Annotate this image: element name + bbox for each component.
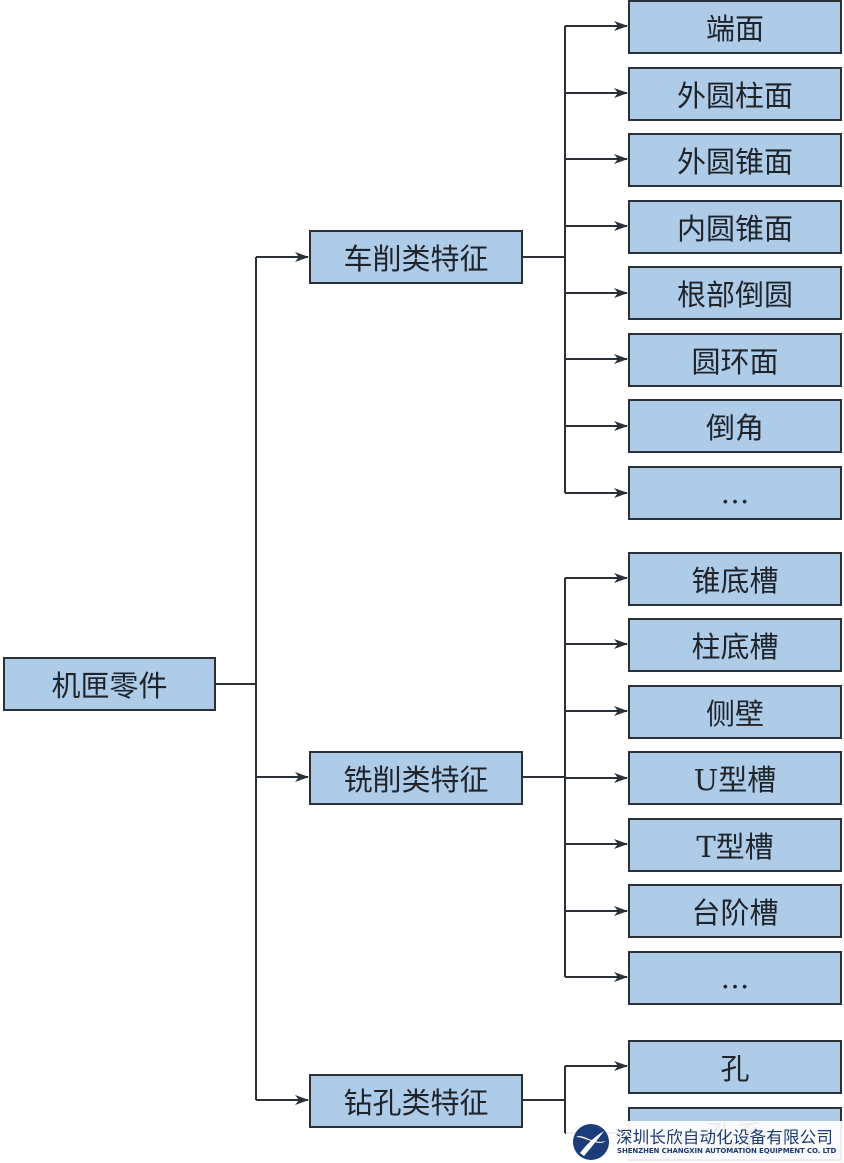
leaf-node: 圆环面 <box>628 333 842 387</box>
root-node: 机匣零件 <box>3 657 216 711</box>
leaf-label: … <box>720 961 750 995</box>
leaf-label: 端面 <box>705 12 764 46</box>
leaf-node-ellipsis: … <box>628 951 842 1005</box>
company-watermark: 深圳长欣自动化设备有限公司 SHENZHEN CHANGXIN AUTOMATI… <box>566 1121 844 1163</box>
leaf-label: T型槽 <box>696 830 774 864</box>
leaf-node: 根部倒圆 <box>628 266 842 320</box>
leaf-label: 外圆柱面 <box>676 79 793 113</box>
leaf-node: 孔 <box>628 1040 842 1094</box>
leaf-node: 柱底槽 <box>628 618 842 672</box>
leaf-label: 孔 <box>720 1052 750 1086</box>
leaf-node: 外圆柱面 <box>628 67 842 121</box>
root-label: 机匣零件 <box>51 669 168 703</box>
leaf-label: 圆环面 <box>691 345 779 379</box>
leaf-node: 锥底槽 <box>628 552 842 606</box>
leaf-node: 台阶槽 <box>628 884 842 938</box>
leaf-node: U型槽 <box>628 751 842 805</box>
leaf-label: 台阶槽 <box>691 896 779 930</box>
changxin-logo-icon <box>573 1124 609 1160</box>
leaf-label: 锥底槽 <box>691 564 779 598</box>
leaf-label: … <box>720 476 750 510</box>
leaf-label: 根部倒圆 <box>676 278 793 312</box>
watermark-company-cn: 深圳长欣自动化设备有限公司 <box>616 1128 834 1147</box>
category-label: 钻孔类特征 <box>343 1086 489 1120</box>
leaf-label: 外圆锥面 <box>676 145 793 179</box>
leaf-label: 侧壁 <box>705 697 764 731</box>
watermark-company-en: SHENZHEN CHANGXIN AUTOMATION EQUIPMENT C… <box>617 1147 837 1155</box>
leaf-node: 内圆锥面 <box>628 200 842 254</box>
leaf-node: 外圆锥面 <box>628 133 842 187</box>
leaf-node: 侧壁 <box>628 685 842 739</box>
leaf-node: T型槽 <box>628 818 842 872</box>
category-node-milling: 铣削类特征 <box>309 751 523 805</box>
leaf-label: 倒角 <box>705 411 764 445</box>
leaf-label: 柱底槽 <box>691 630 779 664</box>
category-label: 铣削类特征 <box>343 763 489 797</box>
leaf-node: 倒角 <box>628 399 842 453</box>
leaf-label: 内圆锥面 <box>676 212 793 246</box>
leaf-label: U型槽 <box>693 763 777 797</box>
leaf-node-ellipsis: … <box>628 466 842 520</box>
category-node-turning: 车削类特征 <box>309 230 523 284</box>
leaf-node: 端面 <box>628 0 842 54</box>
category-node-drilling: 钻孔类特征 <box>309 1074 523 1128</box>
category-label: 车削类特征 <box>343 242 489 276</box>
